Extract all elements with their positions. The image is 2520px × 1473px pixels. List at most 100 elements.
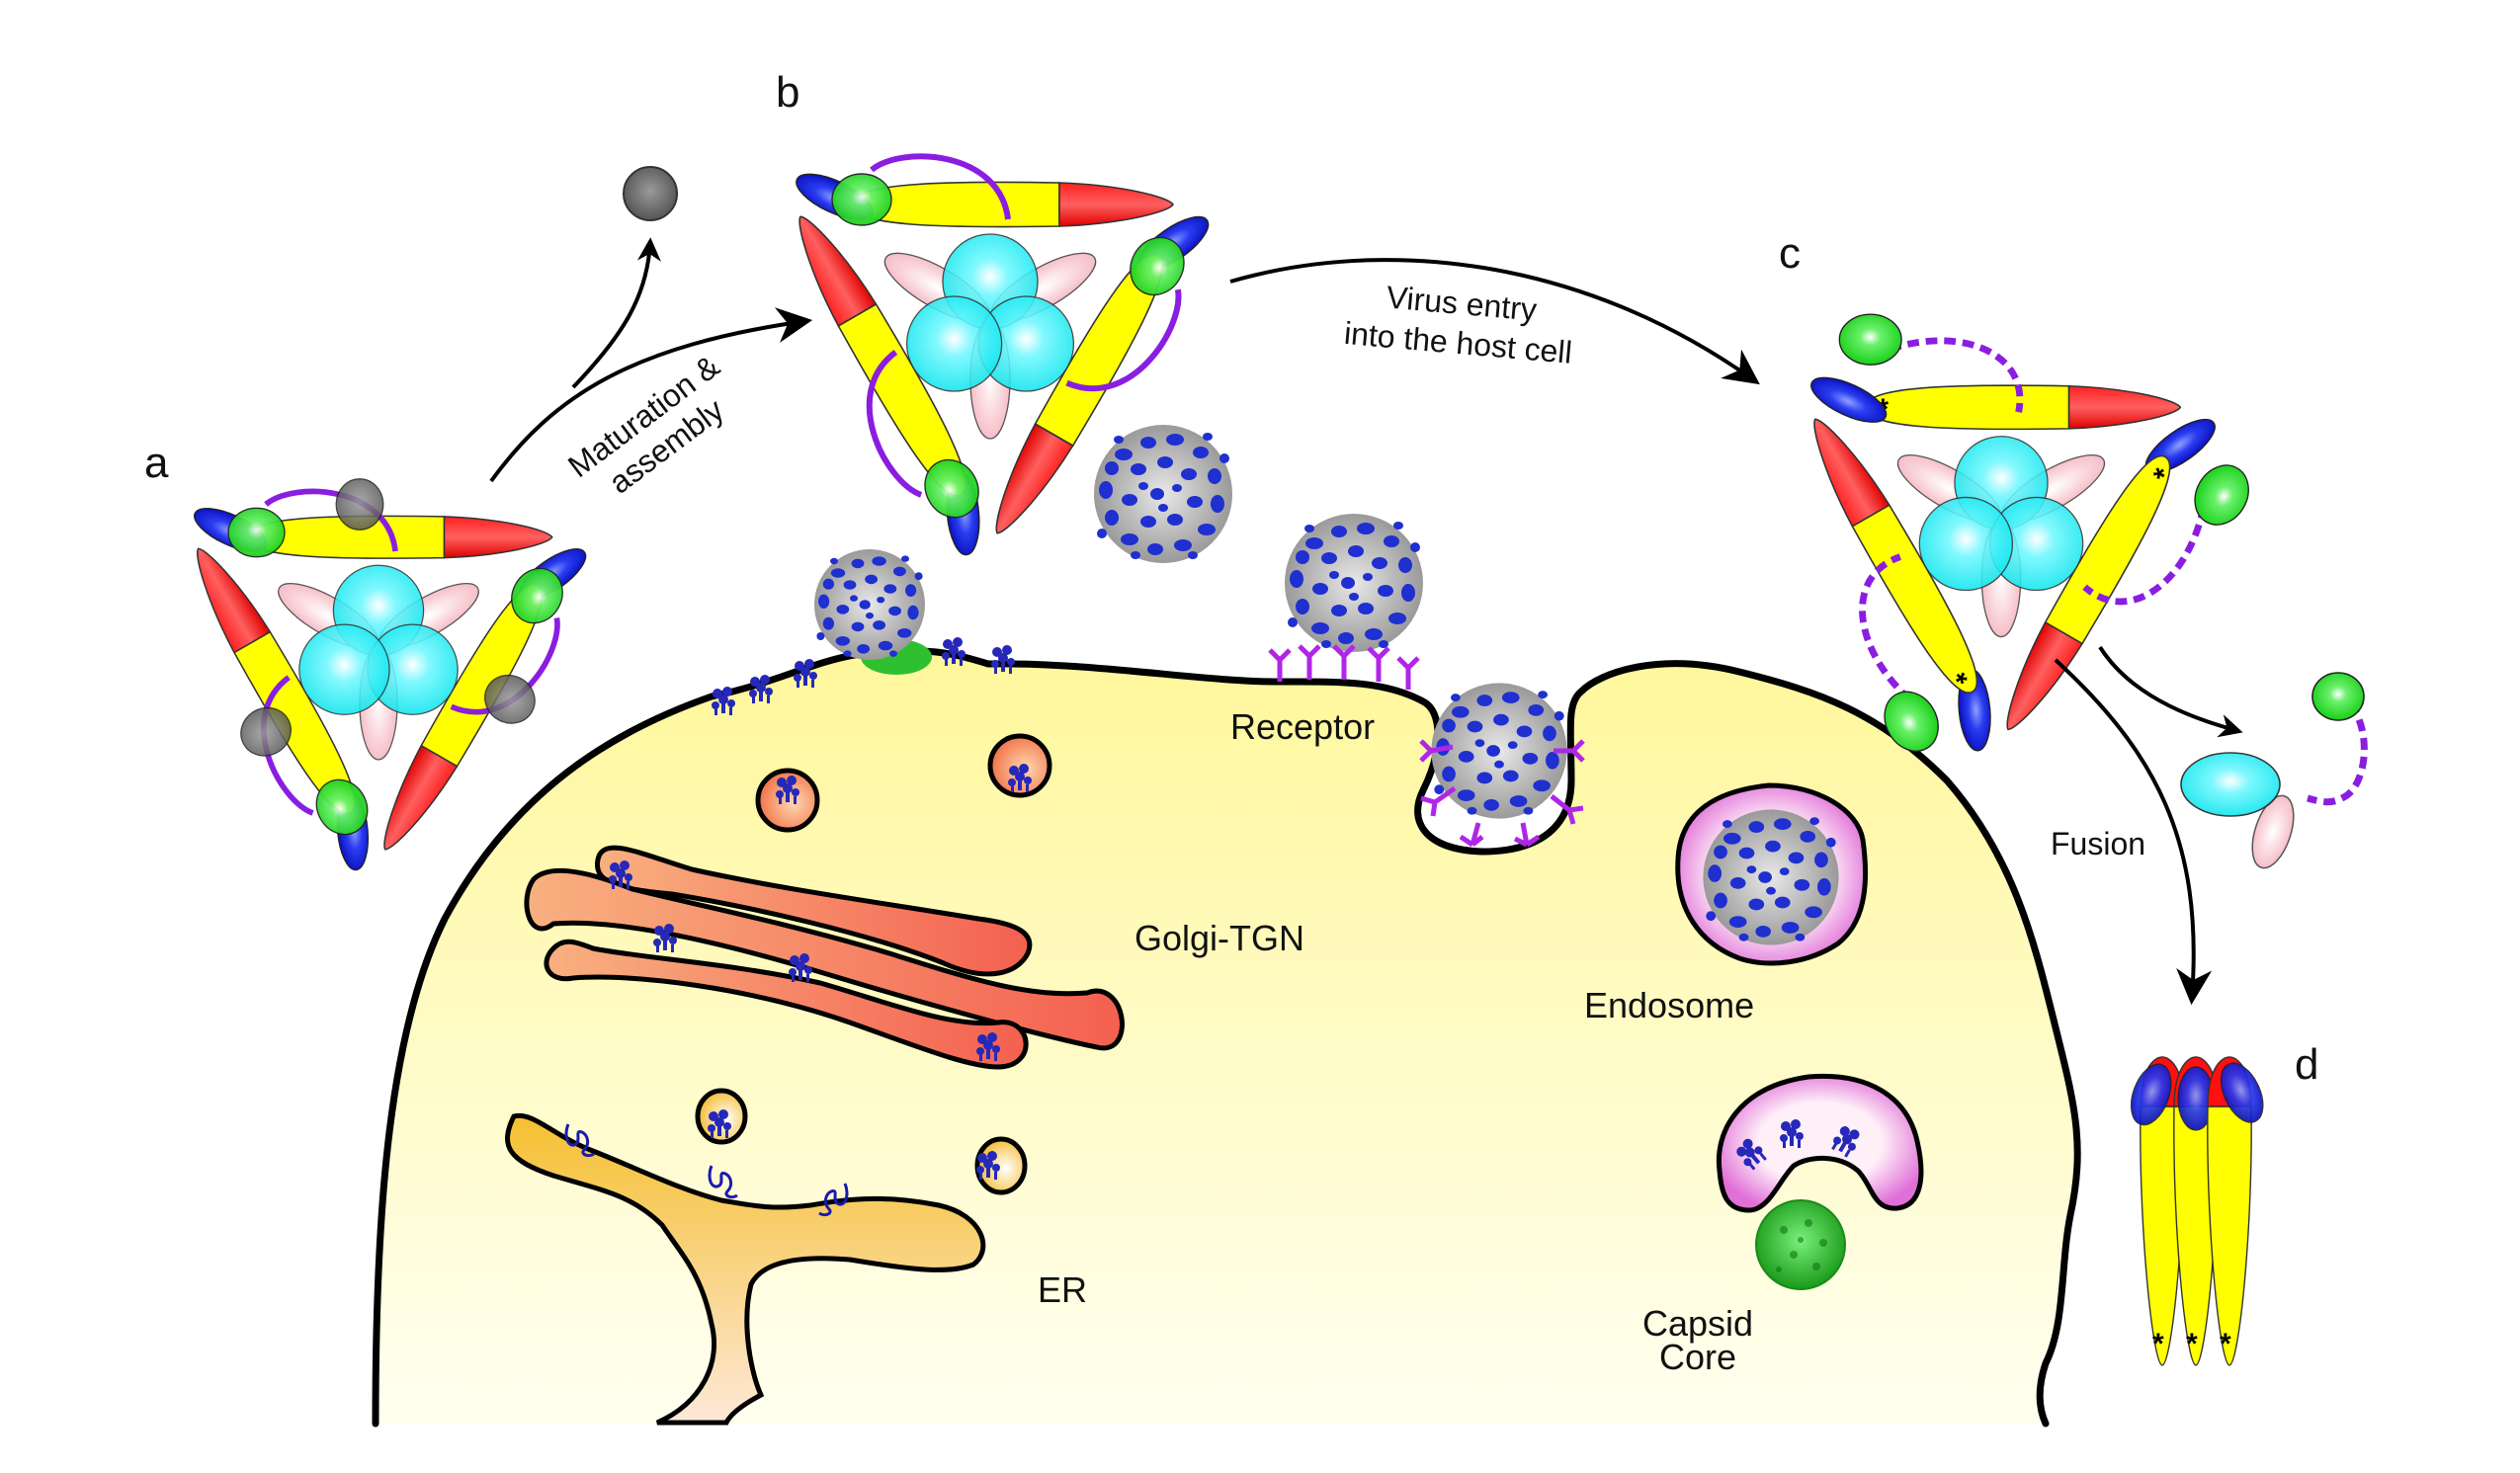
released-domains	[2180, 672, 2368, 869]
budding-virion	[814, 549, 932, 675]
red-domain	[2006, 620, 2084, 731]
receptor-label: Receptor	[1230, 706, 1375, 747]
free-virion	[1094, 425, 1232, 563]
arrows	[489, 237, 2243, 1006]
panel-letter-d: d	[2295, 1040, 2318, 1089]
blue-domain	[2220, 1062, 2264, 1123]
golgi-cisterna	[524, 867, 1125, 1051]
panel-letter-c: c	[1779, 229, 1801, 278]
red-domain	[383, 744, 459, 851]
golgi-cisterna	[595, 845, 1033, 977]
red-domain	[197, 547, 272, 654]
maturation-label: Maturation & assembly	[561, 348, 730, 500]
endoplasmic-reticulum	[505, 1112, 986, 1426]
red-domain	[1058, 182, 1174, 227]
svg-text:into the host cell: into the host cell	[1343, 315, 1574, 370]
red-domain	[995, 423, 1074, 534]
capsid-core	[1755, 1199, 1846, 1290]
green-group	[866, 350, 979, 519]
golgi-cisterna	[544, 939, 1029, 1070]
green-domain	[1130, 236, 1185, 296]
fusion-protein-arm: *	[1865, 384, 2216, 474]
cyan-domain	[298, 623, 390, 715]
host-cell	[372, 514, 2081, 1428]
trimer-panel-c: ***	[1810, 313, 2249, 752]
green-domain	[831, 173, 892, 226]
fusion-compartment-membrane	[1716, 1073, 1924, 1213]
plasma-membrane	[372, 647, 2081, 1428]
pink-domain	[2251, 794, 2295, 869]
green-group	[2082, 464, 2249, 606]
er-label: ER	[1038, 1269, 1087, 1310]
trimer-panel-b	[796, 153, 1210, 556]
green-domain	[924, 458, 979, 519]
linker-dashed	[1889, 337, 2024, 413]
blue-domain	[1810, 376, 1888, 423]
maturation-arrow	[489, 307, 813, 483]
precursor-peptide	[335, 478, 384, 531]
er-protein	[818, 1183, 849, 1217]
green-group	[240, 675, 369, 836]
red-domain	[443, 516, 553, 559]
linker-dashed	[1859, 553, 1913, 702]
linker-dashed	[2307, 700, 2368, 806]
linker	[870, 153, 1011, 220]
red-domain	[1813, 418, 1890, 528]
green-domain	[511, 567, 563, 624]
receptors	[1268, 644, 1420, 690]
cell-cytoplasm	[376, 650, 2078, 1424]
precursor-peptide	[240, 706, 292, 757]
yellow-domain	[2207, 1105, 2252, 1366]
linker	[866, 350, 923, 498]
endocytosis-virion	[1419, 683, 1585, 848]
green-domain	[1884, 691, 1939, 752]
precursor-peptide	[484, 674, 536, 724]
linker-dashed	[2082, 506, 2208, 606]
pit-receptors	[1419, 739, 1585, 848]
endosome	[1675, 782, 1869, 966]
fusion-label: Fusion	[2051, 826, 2145, 861]
fusion-compartment	[1716, 1073, 1924, 1290]
cyan-domain	[905, 295, 1003, 392]
fusion-protein-arm: *	[1810, 376, 1982, 694]
red-domain	[2067, 384, 2182, 430]
green-domain	[1838, 313, 1902, 366]
marker-asterisk: *	[2152, 1328, 2164, 1360]
entry-label: Virus entry into the host cell	[1343, 279, 1574, 370]
endosome-virion	[1703, 809, 1839, 945]
green-domain	[2311, 672, 2365, 721]
linker	[1065, 288, 1182, 392]
glycoprotein-spike	[991, 645, 1015, 674]
er-protein	[564, 1123, 595, 1158]
cyan-domain	[2180, 752, 2281, 817]
golgi-label: Golgi-TGN	[1134, 918, 1304, 958]
red-domain	[798, 215, 878, 327]
marker-asterisk: *	[2220, 1328, 2231, 1360]
yellow-domain	[1865, 384, 2070, 431]
trimer-body: ***	[1810, 313, 2249, 752]
capsid-label-line1: Capsid	[1642, 1303, 1753, 1344]
blue-domain	[2130, 1063, 2172, 1126]
fusion-arrow	[2054, 658, 2213, 1006]
marker-asterisk: *	[2186, 1328, 2198, 1360]
entry-arrow	[1229, 258, 1760, 385]
panel-letter-b: b	[776, 68, 799, 117]
panel-letter-a: a	[144, 439, 169, 487]
green-group	[450, 567, 563, 724]
arm-group: *	[1810, 376, 1982, 694]
receptor-bound-virion	[1268, 514, 1423, 690]
capsid-label-line2: Core	[1659, 1337, 1736, 1377]
green-group	[1838, 313, 2024, 413]
green-group	[1859, 553, 1939, 752]
release-arrow	[2098, 645, 2243, 738]
green-domain	[315, 778, 369, 836]
green-domain	[2194, 464, 2249, 526]
endosome-label: Endosome	[1584, 985, 1754, 1025]
green-group	[831, 153, 1011, 226]
transport-vesicles	[695, 733, 1052, 1195]
cyan-domain	[1918, 496, 2014, 592]
green-group	[227, 478, 398, 558]
trimer-body	[796, 153, 1210, 556]
postfusion-trimer: * * *	[2130, 1056, 2264, 1366]
